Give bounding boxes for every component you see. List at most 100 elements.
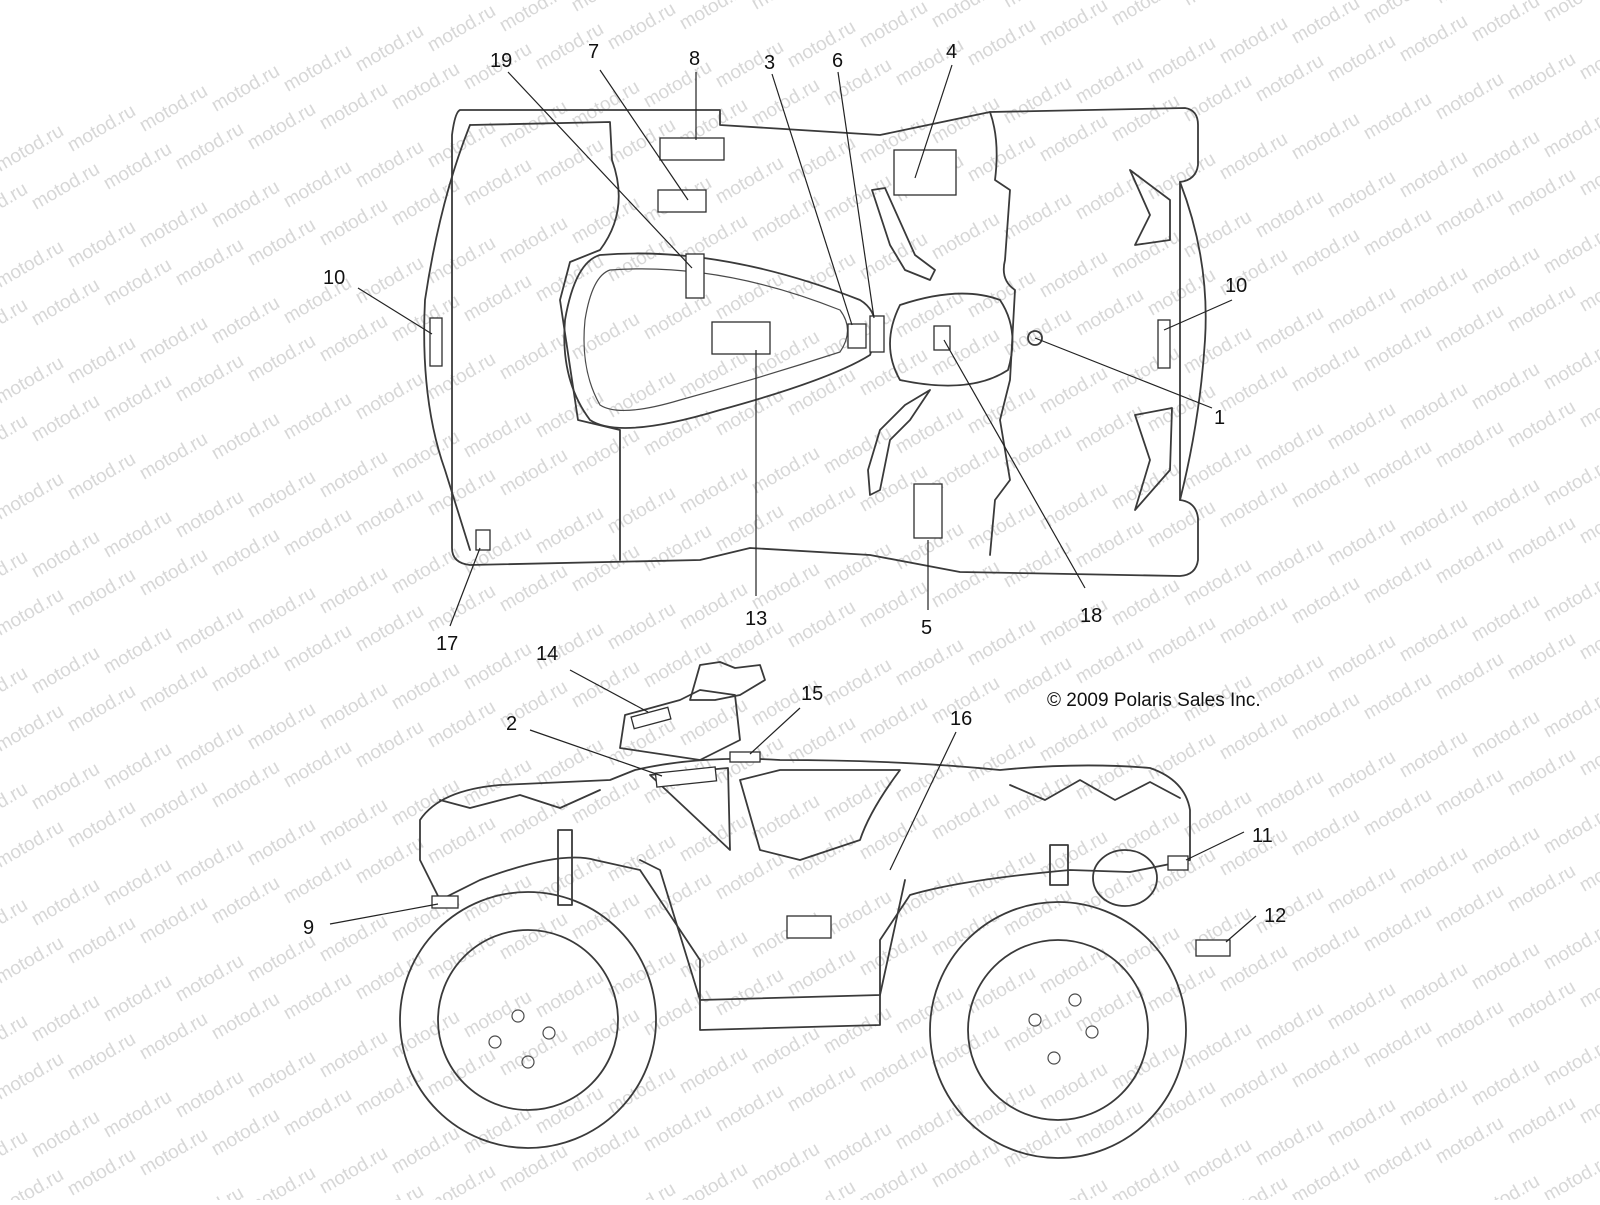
watermark-text: motod.ru bbox=[1576, 1073, 1600, 1129]
watermark-text: motod.ru bbox=[1360, 785, 1435, 841]
watermark-text: motod.ru bbox=[1144, 33, 1219, 89]
watermark-text: motod.ru bbox=[1144, 845, 1219, 901]
watermark-text: motod.ru bbox=[1360, 553, 1435, 609]
watermark-text: motod.ru bbox=[1432, 1113, 1507, 1169]
watermark-text: motod.ru bbox=[28, 643, 103, 699]
watermark-text: motod.ru bbox=[1144, 961, 1219, 1017]
watermark-text: motod.ru bbox=[100, 855, 175, 911]
watermark-text: motod.ru bbox=[856, 1041, 931, 1097]
watermark-text: motod.ru bbox=[1036, 1059, 1111, 1115]
watermark-text: motod.ru bbox=[1216, 593, 1291, 649]
watermark-text: motod.ru bbox=[424, 1, 499, 57]
watermark-text: motod.ru bbox=[136, 661, 211, 717]
watermark-text: motod.ru bbox=[316, 679, 391, 735]
atv-side-view bbox=[399, 661, 1231, 1159]
watermark-text: motod.ru bbox=[1468, 939, 1543, 995]
watermark-text: motod.ru bbox=[28, 759, 103, 815]
watermark-text: motod.ru bbox=[928, 1021, 1003, 1077]
watermark-text: motod.ru bbox=[1288, 921, 1363, 977]
watermark-text: motod.ru bbox=[1504, 397, 1579, 453]
watermark-text: motod.ru bbox=[1252, 767, 1327, 823]
watermark-text: motod.ru bbox=[244, 331, 319, 387]
watermark-text: motod.ru bbox=[1540, 0, 1600, 26]
rear-fender-left bbox=[469, 121, 621, 561]
watermark-text: motod.ru bbox=[1180, 1135, 1255, 1191]
watermark-text: motod.ru bbox=[1108, 1155, 1183, 1200]
decal-side-seat bbox=[786, 915, 832, 939]
watermark-text: motod.ru bbox=[1576, 493, 1600, 549]
watermark-text: motod.ru bbox=[460, 407, 535, 463]
watermark-text: motod.ru bbox=[1504, 977, 1579, 1033]
watermark-text: motod.ru bbox=[1144, 265, 1219, 321]
watermark-text: motod.ru bbox=[640, 1101, 715, 1157]
watermark-text: motod.ru bbox=[496, 0, 571, 36]
watermark-text: motod.ru bbox=[28, 159, 103, 215]
decal-6 bbox=[869, 315, 885, 353]
watermark-text: motod.ru bbox=[208, 989, 283, 1045]
watermark-text: motod.ru bbox=[208, 757, 283, 813]
watermark-text: motod.ru bbox=[1288, 457, 1363, 513]
watermark-text: motod.ru bbox=[604, 1179, 679, 1200]
watermark-text: motod.ru bbox=[424, 929, 499, 985]
watermark-text: motod.ru bbox=[928, 0, 1003, 32]
watermark-text: motod.ru bbox=[532, 967, 607, 1023]
watermark-text: motod.ru bbox=[100, 1087, 175, 1143]
watermark-text: motod.ru bbox=[820, 1003, 895, 1059]
watermark-text: motod.ru bbox=[316, 195, 391, 251]
watermark-text: motod.ru bbox=[964, 731, 1039, 787]
watermark-text: motod.ru bbox=[964, 15, 1039, 71]
watermark-text: motod.ru bbox=[0, 295, 31, 351]
watermark-text: motod.ru bbox=[1360, 901, 1435, 957]
watermark-text: motod.ru bbox=[532, 503, 607, 559]
watermark-text: motod.ru bbox=[640, 405, 715, 461]
watermark-text: motod.ru bbox=[496, 1141, 571, 1197]
watermark-text: motod.ru bbox=[1396, 495, 1471, 551]
watermark-text: motod.ru bbox=[748, 1139, 823, 1195]
watermark-text: motod.ru bbox=[208, 293, 283, 349]
watermark-text: motod.ru bbox=[1396, 379, 1471, 435]
watermark-text: motod.ru bbox=[172, 835, 247, 891]
watermark-text: motod.ru bbox=[1108, 923, 1183, 979]
watermark-text: motod.ru bbox=[712, 1081, 787, 1137]
watermark-text: motod.ru bbox=[1036, 0, 1111, 50]
seat bbox=[563, 252, 877, 429]
rear-tire bbox=[399, 891, 657, 1149]
watermark-text: motod.ru bbox=[1036, 363, 1111, 419]
decal-15 bbox=[729, 751, 761, 763]
watermark-text: motod.ru bbox=[1108, 807, 1183, 863]
watermark-text: motod.ru bbox=[820, 771, 895, 827]
watermark-text: motod.ru bbox=[64, 1145, 139, 1200]
watermark-text: motod.ru bbox=[604, 0, 679, 54]
watermark-text: motod.ru bbox=[568, 77, 643, 133]
watermark-text: motod.ru bbox=[604, 831, 679, 887]
watermark-text: motod.ru bbox=[100, 371, 175, 427]
watermark-text: motod.ru bbox=[1360, 437, 1435, 493]
callout-9: 9 bbox=[303, 917, 314, 939]
watermark-text: motod.ru bbox=[1468, 707, 1543, 763]
watermark-text: motod.ru bbox=[1576, 841, 1600, 897]
watermark-text: motod.ru bbox=[640, 985, 715, 1041]
watermark-text: motod.ru bbox=[460, 155, 535, 211]
watermark-text: motod.ru bbox=[460, 271, 535, 327]
watermark-text: motod.ru bbox=[1468, 127, 1543, 183]
watermark-text: motod.ru bbox=[1252, 419, 1327, 475]
watermark-text: motod.ru bbox=[1288, 689, 1363, 745]
watermark-text: motod.ru bbox=[280, 969, 355, 1025]
watermark-text: motod.ru bbox=[172, 351, 247, 407]
seat-inner bbox=[583, 268, 849, 412]
watermark-text: motod.ru bbox=[1576, 377, 1600, 433]
watermark-text: motod.ru bbox=[892, 635, 967, 691]
watermark-text: motod.ru bbox=[0, 663, 31, 719]
watermark-text: motod.ru bbox=[964, 963, 1039, 1019]
watermark-text: motod.ru bbox=[712, 153, 787, 209]
watermark-text: motod.ru bbox=[1180, 1019, 1255, 1075]
watermark-text: motod.ru bbox=[1108, 0, 1183, 30]
watermark-text: motod.ru bbox=[0, 1165, 67, 1200]
watermark-text: motod.ru bbox=[1180, 323, 1255, 379]
watermark-text: motod.ru bbox=[1216, 13, 1291, 69]
watermark-text: motod.ru bbox=[748, 559, 823, 615]
watermark-text: motod.ru bbox=[856, 809, 931, 865]
watermark-text: motod.ru bbox=[1504, 745, 1579, 801]
watermark-text: motod.ru bbox=[136, 81, 211, 137]
watermark-text: motod.ru bbox=[1180, 71, 1255, 127]
